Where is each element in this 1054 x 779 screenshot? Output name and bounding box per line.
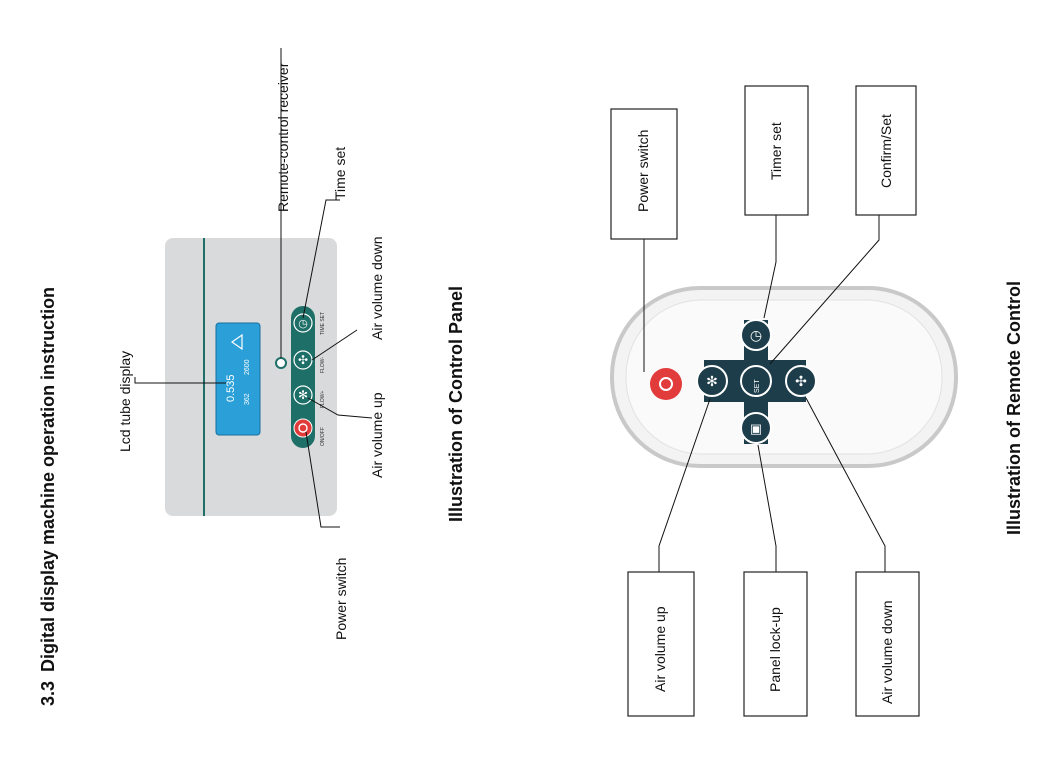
- label-time-set: Time set: [332, 147, 348, 200]
- control-panel-illustration: 0.535 2600 362 ✻ ✣ ◷ ON/OFF FLOW+ FLOW- …: [165, 238, 337, 516]
- remote-power-button[interactable]: [650, 368, 682, 400]
- fan-up-icon: ✻: [706, 373, 718, 389]
- remote-label-panel-lockup: Panel lock-up: [767, 607, 783, 692]
- section-number: 3.3: [38, 681, 58, 706]
- panel-button-strip: [291, 306, 315, 448]
- label-lcd-display: Lcd tube display: [117, 351, 133, 452]
- remote-timer-button[interactable]: [740, 319, 772, 351]
- remote-confirm-button[interactable]: [740, 365, 772, 397]
- control-panel-caption: Illustration of Control Panel: [446, 286, 466, 522]
- fan-down-icon: ✣: [298, 353, 308, 367]
- lcd-reading-flow: 2600: [244, 359, 251, 375]
- tag-flow-up: FLOW+: [320, 391, 326, 408]
- label-air-volume-down: Air volume down: [369, 237, 385, 341]
- remote-control-caption: Illustration of Remote Control: [1004, 281, 1024, 535]
- label-remote-receiver: Remote-control receiver: [275, 62, 291, 212]
- panel-power-button[interactable]: [293, 418, 313, 438]
- remote-air-up-button[interactable]: [696, 365, 728, 397]
- section-title: Digital display machine operation instru…: [38, 287, 58, 672]
- lcd-warning-icon: [230, 333, 243, 351]
- remote-label-power-switch: Power switch: [635, 130, 651, 212]
- fan-down-icon: ✣: [795, 373, 807, 389]
- lcd-reading-main: 0.535: [225, 374, 237, 402]
- control-panel-leaders: [134, 48, 373, 528]
- remote-label-air-volume-down: Air volume down: [879, 601, 895, 705]
- lock-icon: ▣: [750, 421, 762, 436]
- confirm-key-text: SET: [754, 379, 761, 393]
- remote-label-confirm-set: Confirm/Set: [878, 114, 894, 188]
- lcd-reading-secondary: 362: [244, 393, 251, 405]
- clock-icon: ◷: [750, 327, 762, 343]
- tag-on-off: ON/OFF: [320, 427, 326, 446]
- panel-time-set-button[interactable]: [293, 313, 313, 333]
- power-icon: [659, 377, 673, 391]
- remote-lock-button[interactable]: [740, 412, 772, 444]
- clock-icon: ◷: [298, 318, 308, 330]
- fan-up-icon: ✻: [298, 388, 308, 402]
- remote-receiver-dot: [275, 357, 287, 369]
- tag-flow-down: FLOW-: [320, 357, 326, 373]
- remote-air-down-button[interactable]: [785, 365, 817, 397]
- remote-leaders: [643, 215, 886, 572]
- lcd-display: [215, 322, 261, 436]
- power-icon: [298, 423, 308, 433]
- remote-label-timer-set: Timer set: [768, 122, 784, 180]
- label-air-volume-up: Air volume up: [369, 392, 385, 478]
- tag-time-set: TIME SET: [320, 312, 326, 335]
- remote-control-illustration: ✻ ◷ SET ▣ ✣: [610, 286, 958, 468]
- panel-air-up-button[interactable]: [293, 385, 313, 405]
- label-power-switch: Power switch: [333, 558, 349, 640]
- remote-label-air-volume-up: Air volume up: [652, 606, 668, 692]
- remote-label-boxes: [610, 85, 920, 717]
